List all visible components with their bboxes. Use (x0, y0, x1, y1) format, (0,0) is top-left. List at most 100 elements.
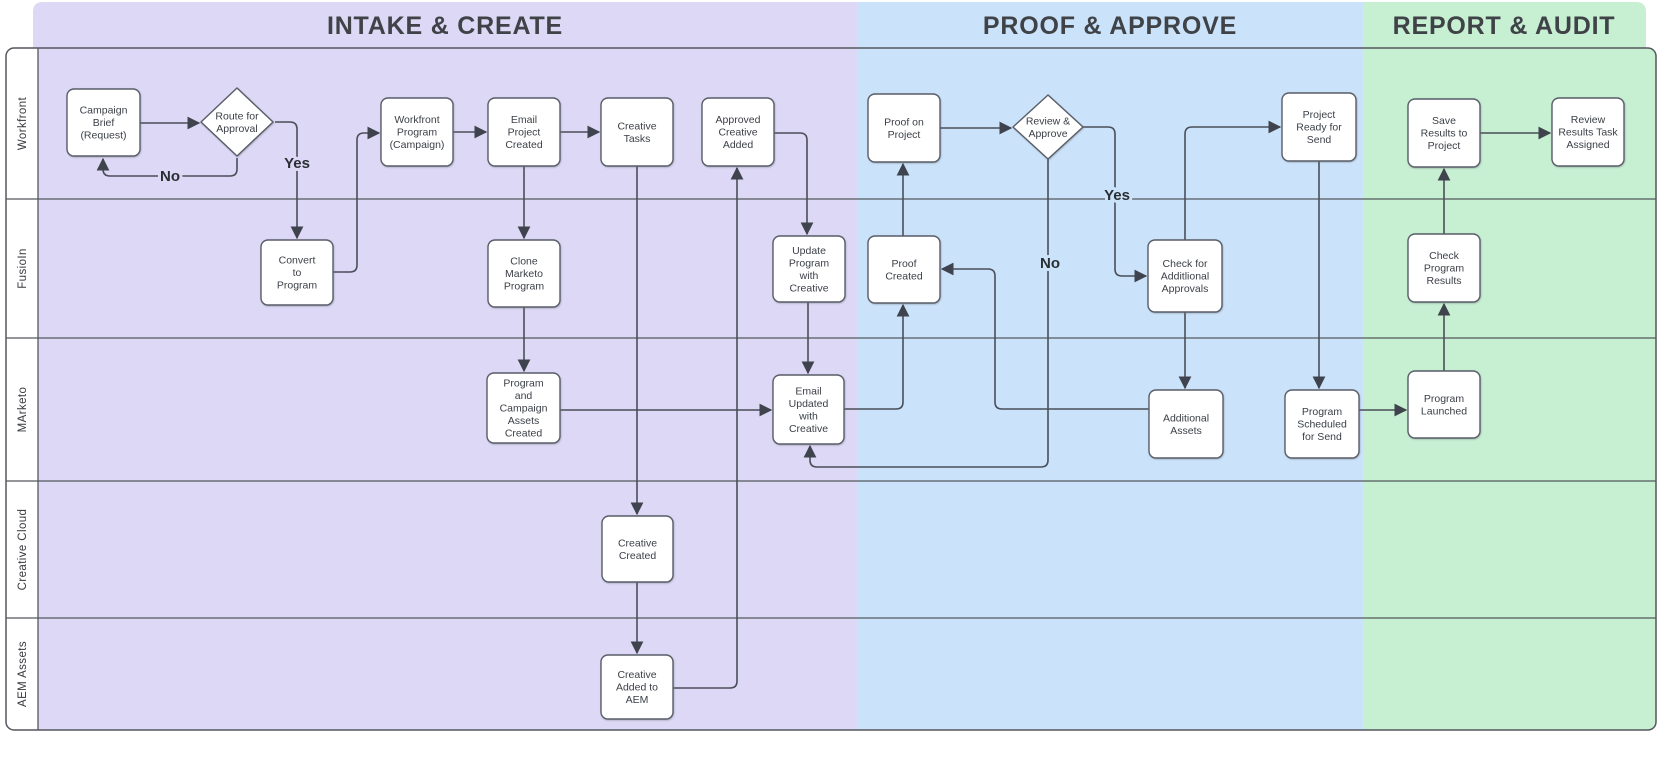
program-campaign-assets-shape (486, 372, 561, 444)
save-results-project-shape (1407, 98, 1481, 168)
edge-route-no-loop (96, 157, 238, 177)
program-scheduled-send-shape (1284, 389, 1360, 459)
project-ready-send-shape (1281, 92, 1357, 162)
update-program-creative-shape (772, 235, 846, 303)
lane-label-marketo: MArketo (17, 387, 29, 433)
review-approve-shape (1012, 94, 1084, 160)
edge-route-yes-convert (275, 121, 304, 240)
edge-label-route-yes-convert: Yes (284, 155, 310, 172)
edge-label-route-no-loop: No (160, 168, 180, 185)
phase-band-proof (857, 2, 1363, 48)
check-program-results-shape (1407, 233, 1481, 303)
lane-label-fusion: FusioIn (17, 248, 29, 289)
edge-check-to-project-ready (1184, 120, 1282, 240)
phase-header-bands (33, 2, 1646, 48)
lane-label-workfront: Workfront (17, 96, 29, 150)
campaign-brief-shape (66, 88, 141, 157)
edge-email-updated-to-proof-created (844, 303, 910, 410)
connector-edges (96, 116, 1552, 689)
edge-review-yes-check (1083, 126, 1148, 283)
creative-created-shape (601, 515, 674, 583)
review-results-task-shape (1551, 97, 1625, 167)
phase-title-report: REPORT & AUDIT (1393, 12, 1616, 40)
edge-aem-to-approved-creative (673, 166, 744, 689)
edge-review-no-email-updated (803, 159, 1049, 468)
edge-convert-to-workfront-program (333, 126, 381, 273)
lane-label-creative-cloud: Creative Cloud (17, 509, 29, 591)
email-project-created-shape (487, 97, 561, 167)
approved-creative-added-shape (701, 97, 775, 167)
email-updated-creative-shape (772, 374, 845, 445)
edge-additional-assets-to-proof-created (940, 262, 1149, 410)
convert-to-program-shape (260, 239, 334, 306)
lane-label-aem-assets: AEM Assets (17, 641, 29, 707)
lane-bg-proof (857, 48, 1363, 730)
check-additional-approvals-shape (1147, 239, 1223, 313)
program-launched-shape (1407, 370, 1481, 439)
clone-marketo-program-shape (487, 239, 561, 308)
phase-title-proof: PROOF & APPROVE (983, 12, 1237, 40)
creative-tasks-shape (600, 97, 674, 167)
node-review-approve: Review &Approve (1012, 94, 1084, 160)
proof-on-project-shape (867, 93, 941, 163)
phase-band-intake (33, 2, 857, 48)
edge-label-review-no-email-updated: No (1040, 255, 1060, 272)
creative-added-aem-shape (600, 654, 674, 720)
route-for-approval-shape (200, 87, 274, 157)
phase-title-intake: INTAKE & CREATE (327, 12, 563, 40)
lane-divider-lines (6, 198, 1656, 619)
review-approve-label: Review &Approve (1026, 115, 1070, 140)
additional-assets-shape (1148, 389, 1224, 459)
edge-label-review-yes-check: Yes (1104, 187, 1130, 204)
proof-created-shape (867, 235, 941, 304)
workfront-program-shape (380, 97, 454, 167)
